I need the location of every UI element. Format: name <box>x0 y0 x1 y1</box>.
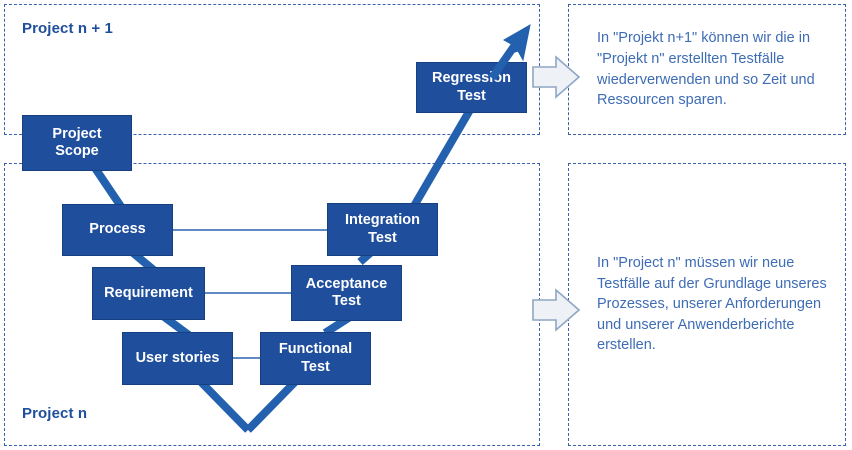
swimlane-label-project-n-plus-1: Project n + 1 <box>22 20 113 37</box>
note-text-project-n: In "Project n" müssen wir neue Testfälle… <box>597 255 827 354</box>
node-project-scope[interactable]: Project Scope <box>22 115 132 171</box>
node-process[interactable]: Process <box>62 204 173 256</box>
node-functional-test[interactable]: Functional Test <box>260 332 371 385</box>
connector-userstories-to-vertex <box>197 378 251 433</box>
node-integration-test[interactable]: Integration Test <box>327 203 438 256</box>
swimlane-label-project-n: Project n <box>22 405 88 422</box>
callout-arrow-upper-icon <box>532 55 581 99</box>
regression-arrowhead-icon <box>502 24 531 62</box>
connector-scope-to-process <box>91 165 126 211</box>
node-acceptance-test[interactable]: Acceptance Test <box>291 265 402 321</box>
connector-vertex-to-functionaltest <box>245 378 299 433</box>
note-text-project-n-plus-1: In "Projekt n+1" können wir die in "Proj… <box>597 30 815 109</box>
note-box-project-n-plus-1: In "Projekt n+1" können wir die in "Proj… <box>568 4 846 135</box>
node-user-stories[interactable]: User stories <box>122 332 233 385</box>
node-requirement[interactable]: Requirement <box>92 267 205 320</box>
callout-arrow-lower-icon <box>532 288 581 332</box>
note-box-project-n: In "Project n" müssen wir neue Testfälle… <box>568 163 846 446</box>
